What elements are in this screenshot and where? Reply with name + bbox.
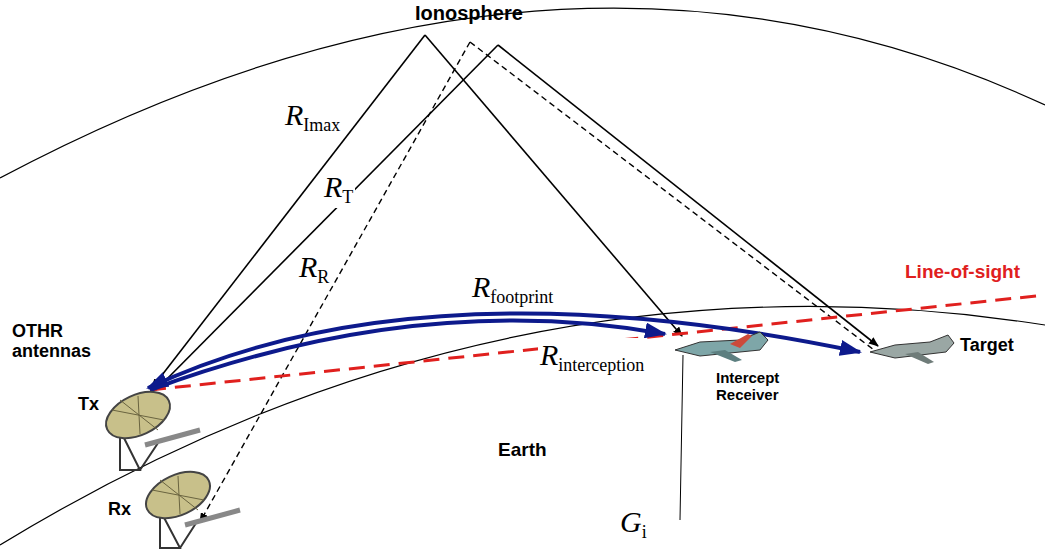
region-label: Ionosphere (415, 2, 523, 24)
line-of-sight (150, 295, 1045, 390)
aircraft-label: Target (960, 336, 1014, 356)
ionosphere-arc (0, 8, 1045, 178)
site-label: OTHR antennas (12, 322, 102, 362)
range-label: RImax (283, 98, 342, 136)
earth-arc (0, 306, 1045, 545)
gain-label: Gi (618, 505, 649, 543)
range-label: RR (297, 250, 331, 288)
rx-antenna (139, 463, 240, 548)
intercept-aircraft (675, 332, 768, 520)
antenna-label: Rx (108, 500, 131, 520)
target-aircraft (870, 335, 954, 364)
region-label: Earth (498, 440, 547, 461)
tx-antenna (99, 383, 200, 470)
range-label: Rinterception (538, 338, 646, 376)
aircraft-label: Intercept Receiver (716, 370, 796, 403)
range-label: RT (322, 170, 355, 208)
antenna-label: Tx (78, 395, 99, 415)
line-label: Line-of-sight (905, 262, 1020, 283)
range-label: Rfootprint (470, 270, 555, 308)
